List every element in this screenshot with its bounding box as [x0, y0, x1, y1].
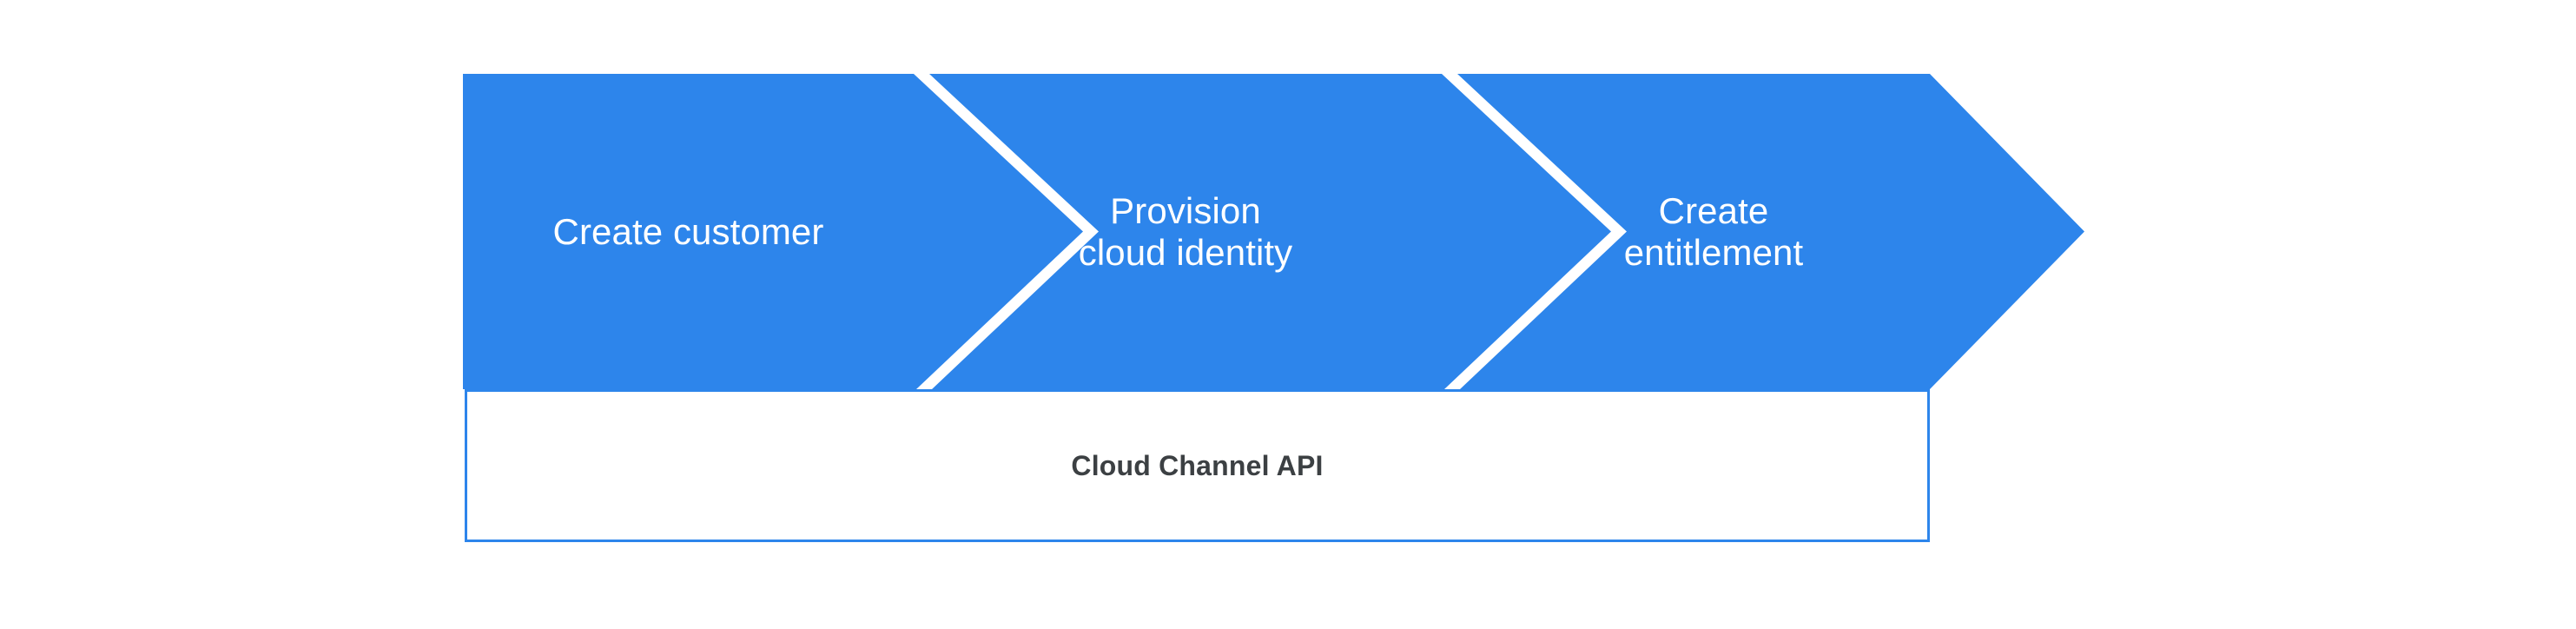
chevron-segment-3: [1457, 74, 2084, 389]
chevron-segment-2: [929, 74, 1611, 389]
cloud-channel-api-label: Cloud Channel API: [1071, 449, 1324, 481]
cloud-channel-api-box: Cloud Channel API: [465, 389, 1930, 542]
chevron-segment-1: [463, 74, 1083, 389]
